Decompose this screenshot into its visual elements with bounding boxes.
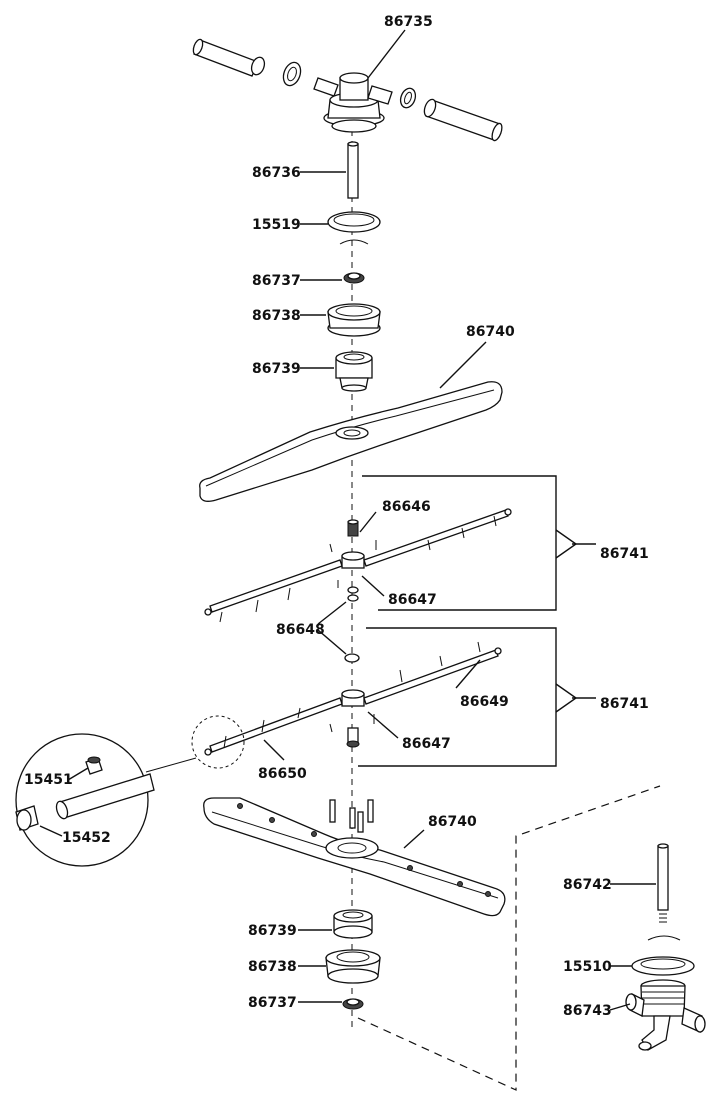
gasket-ring (327, 211, 381, 245)
label-86737-top: 86737 (252, 273, 301, 289)
label-86741-bottom: 86741 (600, 696, 649, 712)
center-tube (347, 141, 359, 199)
label-86738-bottom: 86738 (248, 959, 297, 975)
bracket-86741-bottom (358, 627, 557, 767)
tub-outline-dashed (357, 785, 661, 1091)
lower-wash-tube-assembly (204, 641, 502, 756)
label-86648: 86648 (276, 622, 325, 638)
label-15510: 15510 (563, 959, 612, 975)
label-86741-top: 86741 (600, 546, 649, 562)
supply-riser-tube (657, 843, 669, 923)
label-86740-bottom: 86740 (428, 814, 477, 830)
leader-86648-a (317, 601, 347, 625)
washer-86648 (344, 594, 360, 663)
leader-86649 (455, 659, 481, 689)
leader-15452 (39, 825, 63, 837)
label-86646: 86646 (382, 499, 431, 515)
label-86739-top: 86739 (252, 361, 301, 377)
retaining-nut-bottom (325, 949, 381, 984)
wash-arm-manifold-fitting (625, 979, 706, 1051)
label-86650: 86650 (258, 766, 307, 782)
label-86737-bottom: 86737 (248, 995, 297, 1011)
bracket-86741-top (362, 475, 557, 611)
detail-callout-circle (191, 715, 245, 769)
label-86736: 86736 (252, 165, 301, 181)
leader-86740-top (439, 341, 487, 389)
label-86738-top: 86738 (252, 308, 301, 324)
leader-86743 (609, 1003, 631, 1011)
label-15452: 15452 (62, 830, 111, 846)
label-86739-bottom: 86739 (248, 923, 297, 939)
bearing-nut-bottom (342, 998, 364, 1010)
detail-connector-line (145, 757, 197, 773)
lower-spray-arm (203, 797, 506, 917)
label-86743: 86743 (563, 1003, 612, 1019)
upper-spray-arm (199, 381, 503, 502)
leader-86650 (263, 739, 285, 761)
label-86647-top: 86647 (388, 592, 437, 608)
label-86740-top: 86740 (466, 324, 515, 340)
leader-86648-b (317, 629, 347, 655)
spray-arm-hub-top (335, 351, 373, 392)
riser-gasket (631, 935, 695, 976)
label-86649: 86649 (460, 694, 509, 710)
bearing-nut-top (343, 272, 365, 284)
label-86735: 86735 (384, 14, 433, 30)
label-15451: 15451 (24, 772, 73, 788)
nozzle-detail-view (15, 733, 155, 867)
leader-86647-bottom (367, 711, 399, 739)
supply-tube-assembly (192, 38, 503, 142)
label-86647-bottom: 86647 (402, 736, 451, 752)
leader-15451 (67, 767, 89, 781)
leader-86647-top (361, 575, 385, 597)
retaining-nut-top (327, 303, 381, 337)
leader-86646 (359, 511, 377, 533)
spray-arm-hub-bottom (333, 909, 373, 939)
leader-86735 (367, 29, 406, 79)
leader-86740-bottom (403, 829, 425, 849)
upper-wash-tube-assembly (204, 508, 512, 623)
label-86742: 86742 (563, 877, 612, 893)
label-15519: 15519 (252, 217, 301, 233)
